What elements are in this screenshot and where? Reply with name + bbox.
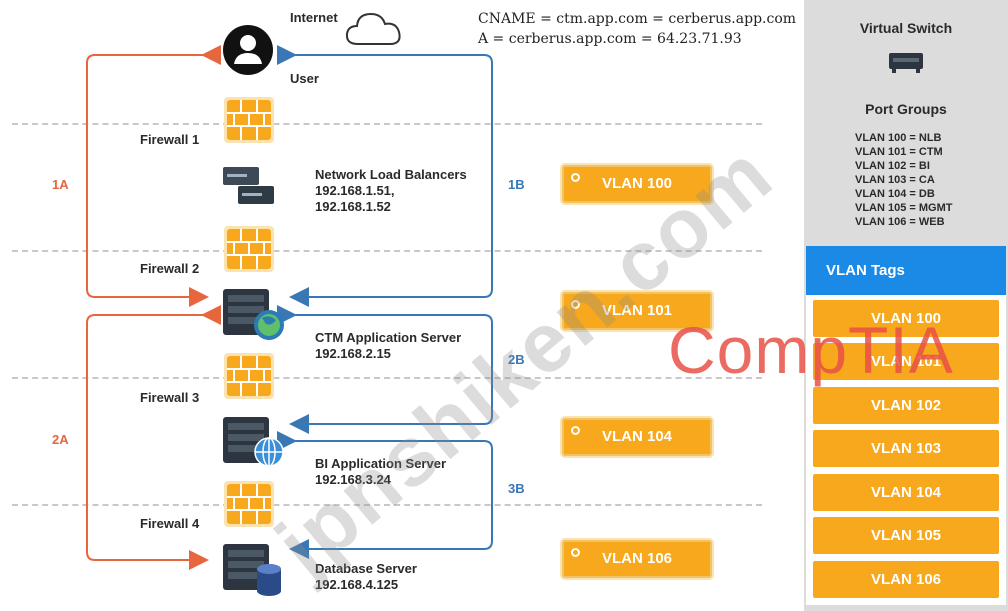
zone-divider	[12, 250, 762, 252]
vlan-tag-106[interactable]: VLAN 106	[813, 561, 999, 598]
vlan-tag-103[interactable]: VLAN 103	[813, 430, 999, 467]
port-groups-title: Port Groups	[865, 101, 947, 117]
port-group-item: VLAN 100 = NLB	[855, 132, 942, 144]
ctm-ip: 192.168.2.15	[315, 346, 391, 361]
flow-1a-arrow	[86, 45, 221, 307]
flow-3b-arrow	[277, 431, 493, 559]
internet-label: Internet	[290, 10, 338, 25]
db-title: Database Server	[315, 561, 417, 576]
zone-divider	[12, 377, 762, 379]
vlan-tag-101[interactable]: VLAN 101	[813, 343, 999, 380]
bi-server-icon	[223, 417, 284, 467]
dns-records: CNAME = ctm.app.com = cerberus.app.com A…	[478, 9, 796, 49]
pill-dot	[571, 426, 580, 435]
flow-1b-label: 1B	[508, 177, 525, 192]
zone-divider	[12, 123, 762, 125]
nlb-ip-1: 192.168.1.51,	[315, 183, 395, 198]
virtual-switch-title: Virtual Switch	[859, 20, 953, 36]
flow-3b-label: 3B	[508, 481, 525, 496]
zone-divider	[12, 504, 762, 506]
firewall-2-icon	[224, 226, 274, 272]
database-server-icon	[223, 544, 281, 596]
firewall-1-icon	[224, 97, 274, 143]
flow-2a-arrow	[86, 305, 221, 570]
port-group-item: VLAN 106 = WEB	[855, 216, 945, 228]
flow-arrows	[86, 45, 493, 570]
vlan-tag-104[interactable]: VLAN 104	[813, 474, 999, 511]
bi-ip: 192.168.3.24	[315, 472, 391, 487]
flow-1b-arrow	[277, 45, 493, 307]
cloud-icon	[345, 12, 401, 45]
bi-title: BI Application Server	[315, 456, 446, 471]
flow-2b-arrow	[277, 305, 493, 434]
user-icon	[223, 25, 273, 75]
load-balancer-icon	[223, 167, 274, 204]
pill-dot	[571, 173, 580, 182]
port-groups-list: VLAN 100 = NLB VLAN 101 = CTM VLAN 102 =…	[855, 131, 953, 229]
flow-2b-label: 2B	[508, 352, 525, 367]
vlan-assignment-label: VLAN 106	[601, 550, 673, 567]
vlan-tags-header: VLAN Tags	[806, 246, 1006, 295]
nlb-title: Network Load Balancers	[315, 167, 467, 182]
ctm-server-icon	[223, 289, 284, 340]
switch-icon	[889, 53, 923, 73]
firewall-3-label: Firewall 3	[140, 390, 200, 405]
a-record: A = cerberus.app.com = 64.23.71.93	[478, 31, 742, 47]
vlan-assignment-bi[interactable]: VLAN 104	[562, 418, 712, 456]
vlan-assignment-nlb[interactable]: VLAN 100	[562, 165, 712, 203]
vlan-assignment-db[interactable]: VLAN 106	[562, 540, 712, 578]
pill-dot	[571, 300, 580, 309]
vlan-tag-105[interactable]: VLAN 105	[813, 517, 999, 554]
nlb-ip-2: 192.168.1.52	[315, 199, 391, 214]
flow-1a-label: 1A	[52, 177, 69, 192]
firewall-4-icon	[224, 481, 274, 527]
port-group-item: VLAN 103 = CA	[855, 174, 935, 186]
firewall-1-label: Firewall 1	[140, 132, 200, 147]
firewall-4-label: Firewall 4	[140, 516, 200, 531]
vlan-assignment-label: VLAN 104	[601, 428, 673, 445]
port-group-item: VLAN 102 = BI	[855, 160, 930, 172]
user-label: User	[290, 71, 319, 86]
port-group-item: VLAN 105 = MGMT	[855, 202, 953, 214]
vlan-assignment-label: VLAN 100	[601, 175, 673, 192]
firewall-3-icon	[224, 353, 274, 399]
comptia-watermark: CompTIA	[668, 313, 954, 387]
db-ip: 192.168.4.125	[315, 577, 399, 592]
flow-2a-label: 2A	[52, 432, 69, 447]
firewall-2-label: Firewall 2	[140, 261, 200, 276]
vlan-tag-102[interactable]: VLAN 102	[813, 387, 999, 424]
vlan-assignment-ctm[interactable]: VLAN 101	[562, 292, 712, 330]
ctm-title: CTM Application Server	[315, 330, 462, 345]
port-group-item: VLAN 104 = DB	[855, 188, 935, 200]
port-group-item: VLAN 101 = CTM	[855, 146, 943, 158]
pill-dot	[571, 548, 580, 557]
vlan-assignment-label: VLAN 101	[601, 302, 673, 319]
cname-record: CNAME = ctm.app.com = cerberus.app.com	[478, 11, 797, 27]
vlan-tag-100[interactable]: VLAN 100	[813, 300, 999, 337]
